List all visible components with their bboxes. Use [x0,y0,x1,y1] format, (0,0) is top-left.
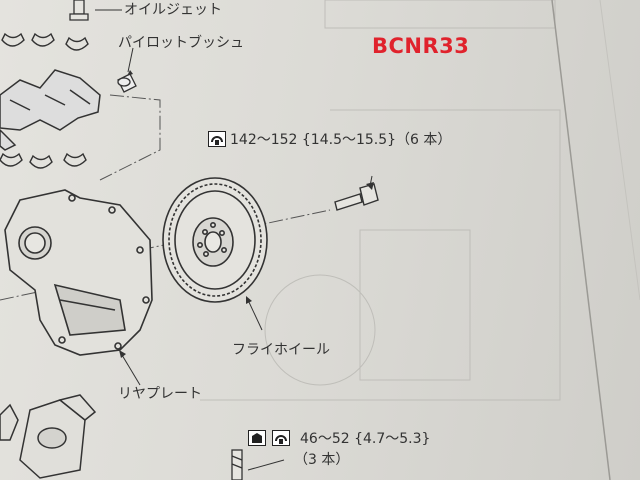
rear-plate-bolt [231,449,243,480]
label-flywheel: フライホイール [232,342,330,358]
main-bearing-shells [0,32,89,169]
rear-plate [4,189,153,356]
model-watermark: BCNR33 [372,34,470,58]
label-pilot-bushing: パイロットブッシュ [118,35,244,51]
label-oil-jet: オイルジェット [124,2,222,18]
pilot-bushing [117,73,137,93]
crankshaft [0,69,101,151]
torque-spec-rear-plate: 46～52 {4.7～5.3} [300,431,431,447]
flywheel-bolt [334,183,379,211]
wrench-torque-icon [208,131,226,147]
flywheel [162,177,268,303]
wrench-torque-icon [272,430,290,446]
label-rear-plate: リヤプレート [118,386,202,402]
oil-jet-bolt [69,0,89,21]
bearing-caps [0,394,97,479]
torque-spec-flywheel: 142～152 {14.5～15.5}（6 本） [230,132,452,148]
torque-count-rear-plate: （3 本） [294,452,350,468]
sealant-icon [248,430,266,446]
